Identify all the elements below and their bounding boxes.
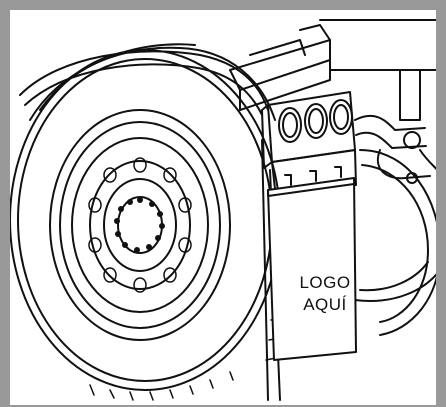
rear-tire [354,149,436,336]
air-hoses [354,114,436,184]
fender [19,50,269,116]
chassis-bracket [229,19,436,121]
wheel-rim [49,109,231,341]
mudflap-logo-text: LOGO AQUÍ [290,272,360,316]
mudflap-line-2: AQUÍ [303,295,347,314]
mud-flap [267,177,357,361]
mudflap-line-1: LOGO [299,273,351,292]
